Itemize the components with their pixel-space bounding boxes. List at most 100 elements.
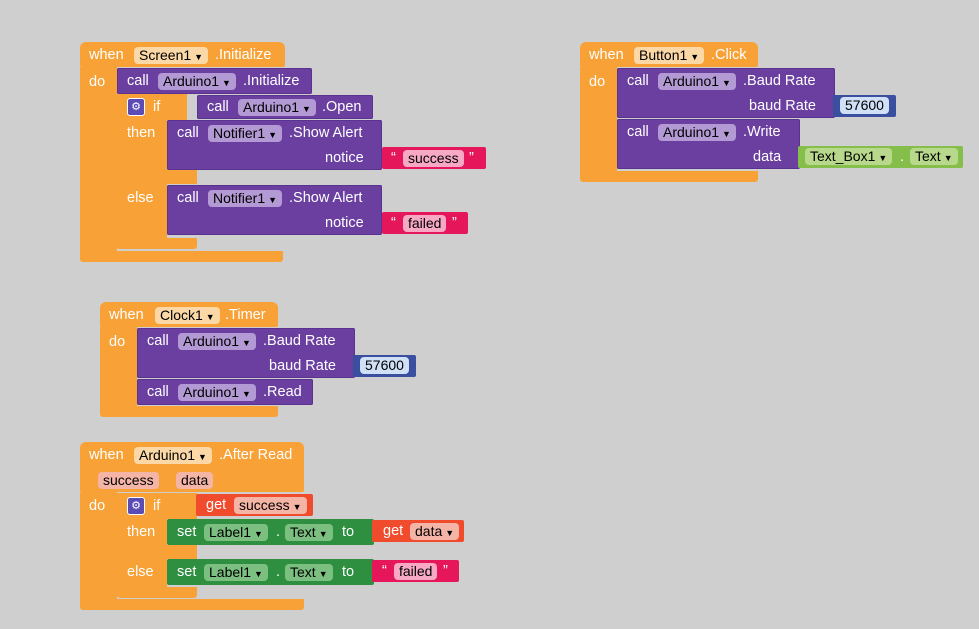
dropdown-arrow-icon: ▼ (445, 528, 455, 538)
variable-dropdown-data[interactable]: data▼ (410, 523, 460, 540)
gear-icon[interactable]: ⚙ (127, 98, 145, 116)
component-dropdown-arduino1[interactable]: Arduino1▼ (158, 73, 236, 90)
keyword-call: call (207, 99, 229, 115)
dropdown-arrow-icon: ▼ (242, 389, 251, 399)
dot-separator: . (900, 149, 905, 165)
if-bottom (117, 238, 197, 249)
dropdown-arrow-icon: ▼ (194, 52, 204, 62)
event-block-clock1-timer[interactable]: when Clock1▼ .Timer do (100, 302, 280, 418)
keyword-if: if (153, 99, 161, 115)
dropdown-arrow-icon: ▼ (722, 129, 731, 139)
component-dropdown-arduino1[interactable]: Arduino1▼ (658, 73, 736, 90)
keyword-call: call (147, 333, 169, 349)
method-name: .Show Alert (289, 125, 363, 141)
keyword-set: set (177, 564, 197, 580)
keyword-then: then (127, 524, 156, 540)
component-dropdown-button1[interactable]: Button1▼ (634, 47, 705, 64)
keyword-do: do (89, 74, 106, 90)
dropdown-arrow-icon: ▼ (254, 569, 263, 579)
dropdown-arrow-icon: ▼ (302, 104, 311, 114)
method-name: .Read (263, 384, 302, 400)
component-dropdown-arduino1[interactable]: Arduino1▼ (238, 99, 316, 116)
dot-separator: . (276, 564, 281, 580)
dropdown-arrow-icon: ▼ (268, 195, 278, 205)
keyword-call: call (627, 73, 649, 89)
quote-open: “ (391, 150, 396, 166)
method-name: .Baud Rate (743, 73, 816, 89)
component-dropdown-screen1[interactable]: Screen1▼ (134, 47, 209, 64)
property-dropdown-text[interactable]: Text▼ (910, 148, 958, 165)
dot-separator: . (276, 524, 281, 540)
dropdown-arrow-icon: ▼ (722, 78, 731, 88)
method-name: .Open (322, 99, 362, 115)
keyword-call: call (177, 125, 199, 141)
if-else-separator (117, 545, 197, 559)
dropdown-arrow-icon: ▼ (205, 312, 215, 322)
dropdown-arrow-icon: ▼ (318, 569, 328, 579)
event-name: .Timer (225, 307, 266, 323)
keyword-do: do (89, 498, 106, 514)
keyword-to: to (342, 564, 355, 580)
quote-open: “ (382, 563, 387, 579)
component-dropdown-arduino1[interactable]: Arduino1▼ (178, 384, 256, 401)
text-value[interactable]: success (403, 150, 464, 167)
event-param-data[interactable]: data (176, 472, 214, 489)
keyword-to: to (342, 524, 355, 540)
dropdown-arrow-icon: ▼ (943, 153, 953, 163)
component-dropdown-label1[interactable]: Label1▼ (204, 524, 268, 541)
keyword-else: else (127, 564, 154, 580)
keyword-do: do (589, 74, 606, 90)
keyword-if: if (153, 498, 161, 514)
keyword-call: call (627, 124, 649, 140)
keyword-call: call (177, 190, 199, 206)
dropdown-arrow-icon: ▼ (690, 52, 700, 62)
event-block-screen1-initialize[interactable]: when Screen1▼ .Initialize do (80, 42, 285, 263)
keyword-get: get (206, 497, 227, 513)
dropdown-arrow-icon: ▼ (198, 452, 207, 462)
variable-dropdown-success[interactable]: success▼ (234, 497, 307, 514)
quote-open: “ (391, 215, 396, 231)
event-param-success[interactable]: success (98, 472, 159, 489)
arg-label-baud-rate: baud Rate (749, 98, 816, 114)
gear-icon[interactable]: ⚙ (127, 497, 145, 515)
method-name: .Write (743, 124, 781, 140)
event-block-arduino1-after-read[interactable]: when Arduino1▼ .After Read success data … (80, 442, 306, 611)
dropdown-arrow-icon: ▼ (242, 338, 251, 348)
property-dropdown-text[interactable]: Text▼ (285, 564, 333, 581)
component-dropdown-arduino1[interactable]: Arduino1▼ (178, 333, 256, 350)
if-bottom (117, 587, 197, 598)
arg-label-notice: notice (325, 150, 364, 166)
dropdown-arrow-icon: ▼ (292, 502, 302, 512)
component-dropdown-notifier1[interactable]: Notifier1▼ (208, 125, 283, 142)
keyword-call: call (127, 73, 149, 89)
keyword-else: else (127, 190, 154, 206)
number-value[interactable]: 57600 (360, 357, 409, 374)
component-dropdown-notifier1[interactable]: Notifier1▼ (208, 190, 283, 207)
event-name: .Click (711, 47, 747, 63)
quote-close: ” (452, 215, 457, 231)
component-dropdown-clock1[interactable]: Clock1▼ (155, 307, 220, 324)
keyword-when: when (89, 447, 124, 463)
text-value[interactable]: failed (394, 563, 438, 580)
number-value[interactable]: 57600 (840, 97, 889, 114)
component-dropdown-arduino1[interactable]: Arduino1▼ (134, 447, 212, 464)
keyword-set: set (177, 524, 197, 540)
arg-label-baud-rate: baud Rate (269, 358, 336, 374)
dropdown-arrow-icon: ▼ (878, 153, 888, 163)
property-dropdown-text[interactable]: Text▼ (285, 524, 333, 541)
set-label1-text-else[interactable] (167, 559, 374, 585)
component-dropdown-label1[interactable]: Label1▼ (204, 564, 268, 581)
arg-label-data: data (753, 149, 782, 165)
component-dropdown-arduino1[interactable]: Arduino1▼ (658, 124, 736, 141)
dropdown-arrow-icon: ▼ (254, 529, 263, 539)
arg-label-notice: notice (325, 215, 364, 231)
text-value[interactable]: failed (403, 215, 447, 232)
event-name: .Initialize (215, 47, 272, 63)
keyword-when: when (109, 307, 144, 323)
if-else-separator (117, 170, 197, 184)
keyword-when: when (89, 47, 124, 63)
keyword-do: do (109, 334, 126, 350)
set-label1-text[interactable] (167, 519, 374, 545)
event-block-button1-click[interactable]: when Button1▼ .Click do (580, 42, 760, 183)
component-dropdown-text-box1[interactable]: Text_Box1▼ (805, 148, 893, 165)
